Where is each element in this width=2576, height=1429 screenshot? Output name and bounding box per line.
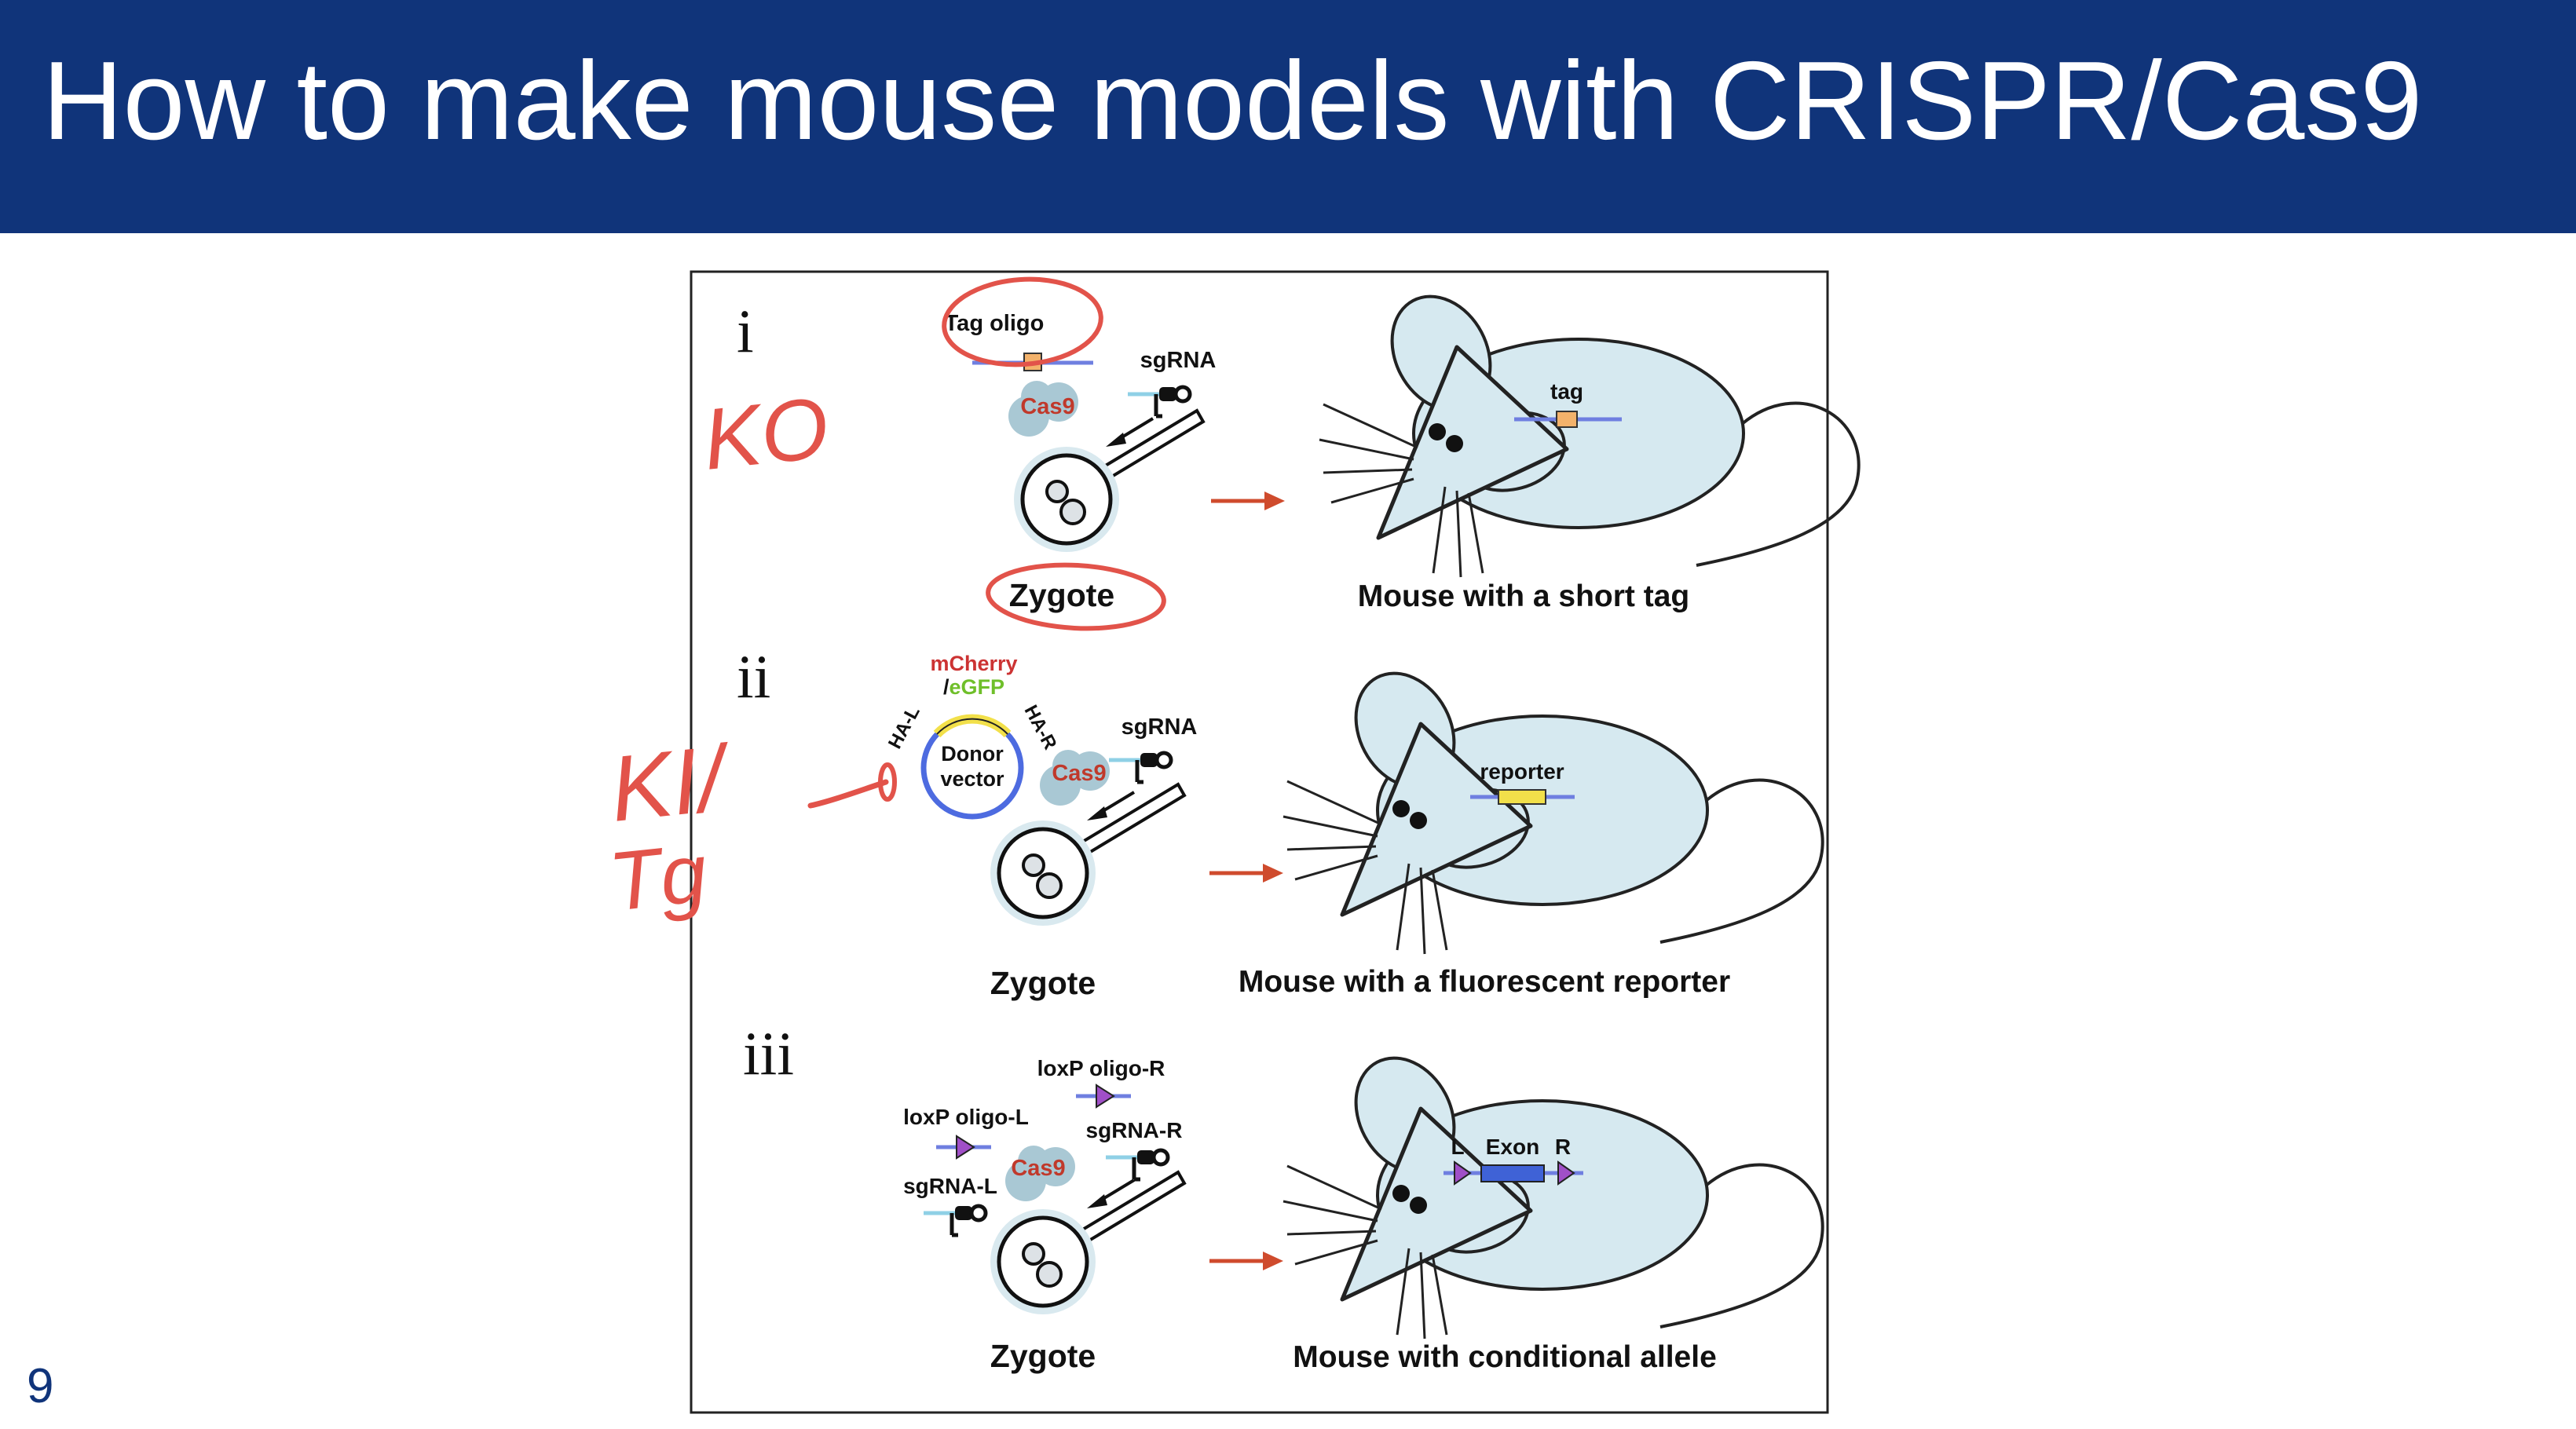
panel-iii-exon-label: Exon: [1486, 1135, 1539, 1159]
donor-vector-line1: Donor: [941, 742, 1004, 766]
panel-ii-arrow-icon: [1209, 864, 1283, 883]
panel-iii: iii loxP oligo-R loxP oligo-L sgRNA-R Ca…: [743, 1019, 1823, 1374]
panel-iii-numeral: iii: [743, 1019, 794, 1087]
panel-iii-l-label: L: [1451, 1135, 1464, 1159]
panel-i-arrow-icon: [1211, 492, 1285, 510]
slide-header: How to make mouse models with CRISPR/Cas…: [0, 0, 2576, 233]
ink-ko-label: KO: [699, 379, 833, 488]
panel-iii-mouse-label: Mouse with conditional allele: [1293, 1340, 1717, 1374]
panel-iii-zygote-label: Zygote: [990, 1338, 1096, 1374]
panel-iii-r-label: R: [1555, 1135, 1571, 1159]
panel-iii-loxp-right: [1557, 1160, 1575, 1186]
ink-tg-label: Tg: [605, 827, 711, 929]
panel-ii-sgrna-label: sgRNA: [1122, 714, 1198, 740]
loxp-oligo-r-icon: [1076, 1084, 1131, 1109]
panel-iii-loxp-left: [1454, 1160, 1472, 1186]
panel-i-cas9: Cas9: [1008, 381, 1078, 437]
reporter-egfp-label: /eGFP: [943, 675, 1004, 699]
panel-iii-exon-box: [1480, 1164, 1545, 1182]
panel-i-tag-box: [1556, 411, 1578, 428]
panel-i: i Tag oligo sgRNA Cas9 Zygote: [737, 280, 1859, 613]
panel-ii-zygote-icon: [990, 820, 1096, 926]
panel-iii-arrow-icon: [1209, 1252, 1283, 1270]
panel-ii-mouse-label: Mouse with a fluorescent reporter: [1239, 965, 1730, 999]
panel-ii-zygote-label: Zygote: [990, 965, 1096, 1001]
panel-i-cas9-label: Cas9: [1020, 394, 1074, 419]
panel-ii-cas9-label: Cas9: [1052, 761, 1106, 786]
panel-i-sgrna-label: sgRNA: [1140, 348, 1217, 373]
ink-circle-tag-oligo: [942, 276, 1103, 367]
panel-ii-numeral: ii: [737, 642, 770, 711]
panel-iii-injection-needle: [1059, 1170, 1187, 1255]
donor-vector-line2: vector: [940, 767, 1004, 791]
loxp-oligo-r-label: loxP oligo-R: [1037, 1056, 1165, 1080]
slide-title: How to make mouse models with CRISPR/Cas…: [42, 38, 2423, 163]
ink-pointer-arrow-icon: [807, 762, 897, 809]
donor-vector: Donor vector HA-L HA-R: [884, 702, 1061, 820]
tag-oligo-label: Tag oligo: [945, 311, 1045, 336]
ink-annotations: KO KI/ Tg: [605, 276, 1166, 929]
panel-ii: ii mCherry /eGFP Donor vector HA-L HA-R …: [737, 642, 1823, 1001]
ink-ki-label: KI/: [606, 725, 737, 841]
sgrna-r-label: sgRNA-R: [1086, 1118, 1183, 1142]
ink-circle-zygote: [986, 562, 1166, 631]
panel-iii-cas9: Cas9: [1005, 1146, 1075, 1201]
panel-iii-zygote-icon: [990, 1209, 1096, 1314]
sgrna-l-label: sgRNA-L: [903, 1174, 997, 1198]
reporter-mcherry-label: mCherry: [930, 652, 1017, 675]
loxp-oligo-l-icon: [936, 1135, 991, 1160]
panel-i-numeral: i: [737, 297, 754, 365]
loxp-oligo-l-label: loxP oligo-L: [903, 1105, 1029, 1129]
panel-i-zygote-label: Zygote: [1009, 577, 1114, 613]
panel-iii-cas9-label: Cas9: [1011, 1156, 1065, 1181]
panel-ii-reporter-box: [1498, 789, 1546, 805]
page-number: 9: [27, 1359, 54, 1413]
panel-i-mouse-label: Mouse with a short tag: [1358, 579, 1690, 613]
panel-ii-reporter-label: reporter: [1480, 759, 1564, 784]
panel-ii-cas9: Cas9: [1040, 750, 1110, 806]
panel-i-tag-label: tag: [1550, 379, 1583, 404]
panel-i-zygote-icon: [1014, 447, 1119, 552]
